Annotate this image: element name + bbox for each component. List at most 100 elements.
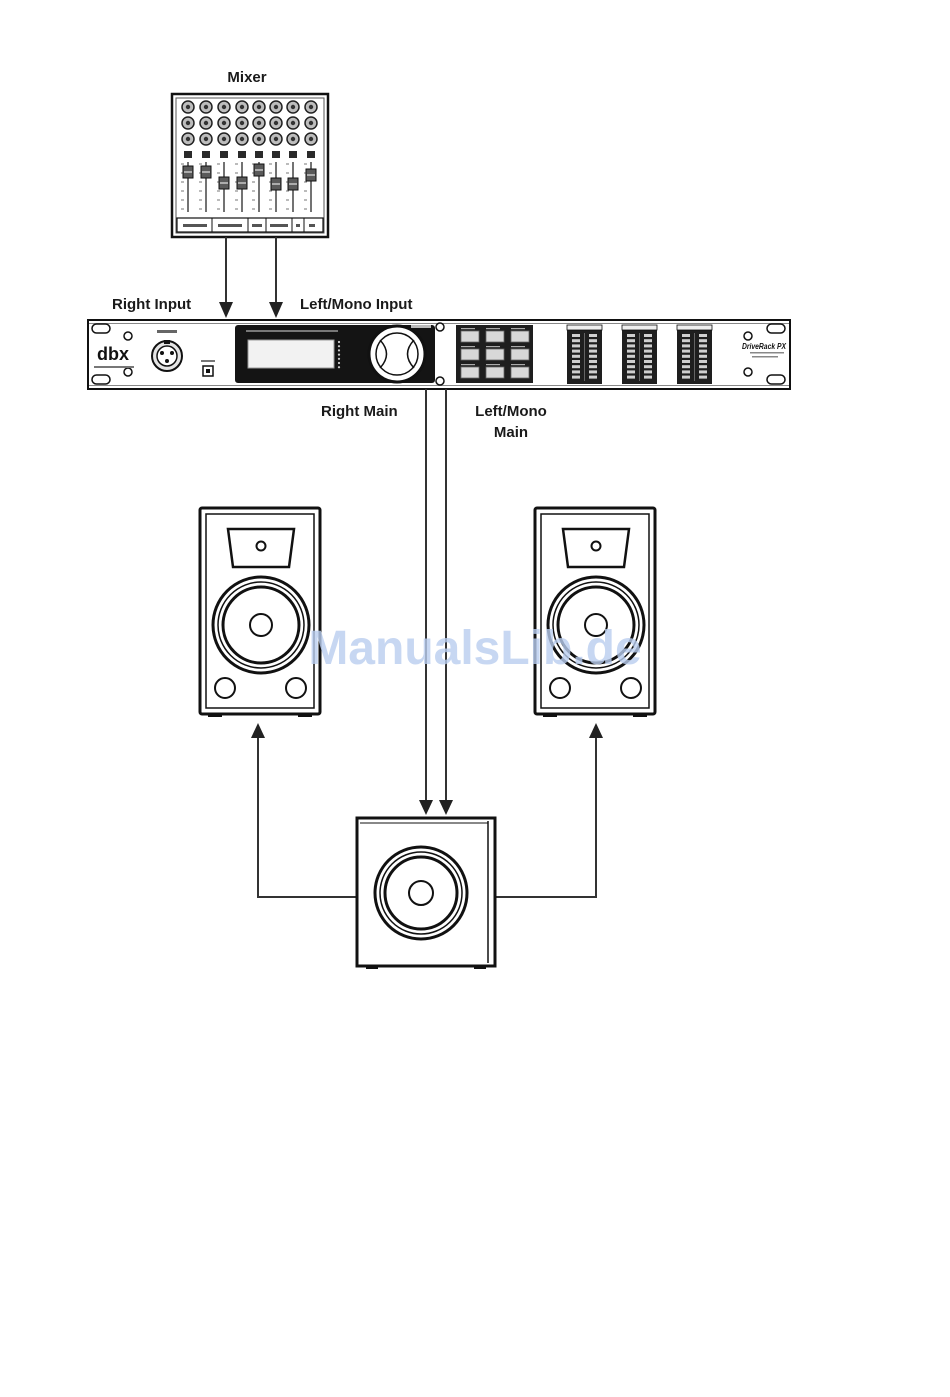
mixer-knob-center [240,121,244,125]
bass-port [215,678,235,698]
mixer-label: Mixer [227,69,266,86]
mixer-knob-center [222,137,226,141]
function-button-label-marking [511,328,525,329]
meter-led [627,365,635,368]
mixer-output-marking [218,224,242,227]
meter-led [682,365,690,368]
meter-led [572,339,580,342]
function-button-label-marking [461,364,475,365]
left-mono-input-arrowhead [269,302,283,318]
subwoofer-foot [366,965,378,969]
function-button-label-marking [461,346,475,347]
meter-led [699,334,707,337]
meter-led [572,334,580,337]
mixer-knob-center [186,121,190,125]
mixer-channel-button [255,151,263,158]
meter-led [699,339,707,342]
meter-led [589,339,597,342]
meter-led [699,360,707,363]
mixer-knob-center [274,137,278,141]
mixer-knob-center [186,105,190,109]
watermark: ManualsLib.de [308,622,641,675]
mixer-knob-center [309,137,313,141]
function-button [461,367,479,378]
horn-driver [257,542,266,551]
function-button [461,331,479,342]
display-indicator-dot [338,362,340,364]
display-indicator-dot [338,358,340,360]
right-speaker-feed-line [495,736,596,897]
speaker-right [535,508,655,717]
mixer-knob-center [204,105,208,109]
meter-led [682,360,690,363]
driverack-processor: dbx [88,320,790,389]
mixer-channel-button [289,151,297,158]
mixer-output-marking [296,224,300,227]
mixer-knob-center [222,105,226,109]
mixer-knob-center [274,105,278,109]
function-button-label-marking [486,364,500,365]
meter-led [627,344,635,347]
mixer-knob-center [222,121,226,125]
meter-led [644,344,652,347]
bass-port [621,678,641,698]
speaker-left [200,508,320,717]
meter-led [699,355,707,358]
meter-led [627,339,635,342]
mixer-knob-center [204,137,208,141]
mixer-knob-center [309,105,313,109]
knob-label-marking [411,325,431,328]
function-button-label-marking [461,328,475,329]
rack-screw [744,332,752,340]
speaker-foot [633,713,647,717]
rack-mount-slot [92,324,110,333]
rta-button-center [206,369,210,373]
meter-led [682,355,690,358]
function-button [511,367,529,378]
subwoofer-dust-cap [409,881,433,905]
right-input-label: Right Input [112,296,191,313]
function-button-label-marking [511,346,525,347]
meter-header [622,325,657,330]
mixer-channel-button [238,151,246,158]
xlr-pin [170,351,174,355]
mixer-channel-button [272,151,280,158]
meter-led [589,344,597,347]
display-indicator-dot [338,349,340,351]
display-top-marking [246,330,338,332]
function-button-grid [456,325,533,383]
model-subtitle-marking [752,356,778,358]
meter-led [644,350,652,353]
left-mono-main-label-line2: Main [494,424,528,441]
meter-led [682,334,690,337]
bass-port [550,678,570,698]
level-meters [567,325,712,384]
mixer-knob-center [291,105,295,109]
meter-led [572,350,580,353]
xlr-label-marking [157,330,177,333]
meter-led [572,370,580,373]
meter-led [572,344,580,347]
mixer-output-strip [177,218,323,232]
mixer-knob-center [240,137,244,141]
rack-mount-slot [767,324,785,333]
xlr-latch [164,340,170,344]
meter-led [682,350,690,353]
mixer-channel-button [307,151,315,158]
meter-led [627,360,635,363]
rta-button-label-marking [201,360,215,362]
meter-led [644,355,652,358]
mixer-channel-button [220,151,228,158]
function-button [511,349,529,360]
meter-led [572,360,580,363]
display-indicator-dot [338,341,340,343]
dbx-logo: dbx [97,344,129,364]
meter-led [589,334,597,337]
meter-led [682,344,690,347]
logo-subtitle-marking [94,366,134,368]
bass-port [286,678,306,698]
status-led [436,377,444,385]
mixer-knob-center [257,105,261,109]
meter-led [644,360,652,363]
function-button [486,349,504,360]
